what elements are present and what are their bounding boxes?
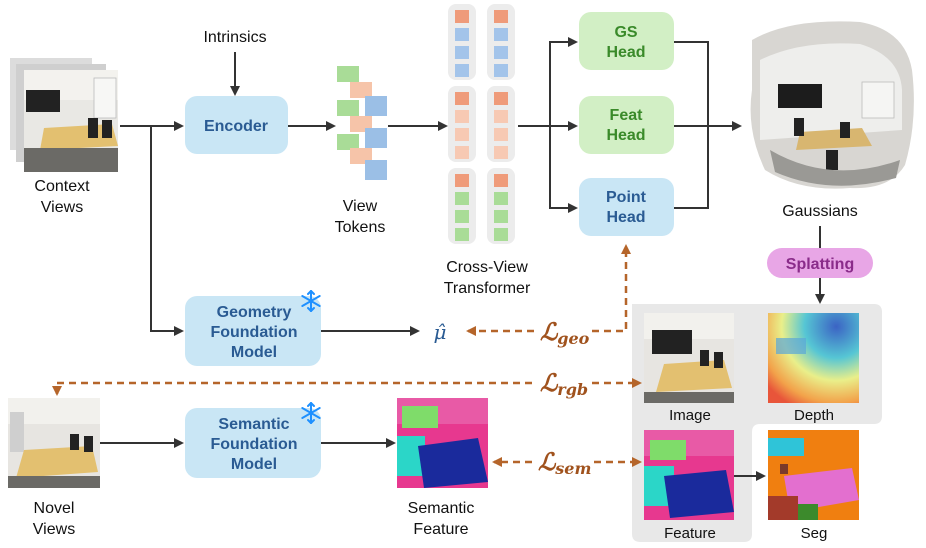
seg-output-label: Seg [801, 525, 828, 542]
geometry-model-label-line3: Model [231, 344, 277, 361]
semantic-feature-label-line1: Semantic [408, 500, 475, 517]
feat-head-box: Feat Head [579, 96, 674, 154]
semantic-model-label-line1: Semantic [218, 416, 289, 433]
intrinsics-label: Intrinsics [203, 29, 266, 46]
context-to-geometry-arrow [150, 126, 184, 336]
gs-head-out-line [674, 41, 709, 126]
geometry-foundation-model-box: Geometry Foundation Model [185, 296, 321, 366]
gs-head-label-line2: Head [606, 44, 645, 61]
semantic-feature-label-line2: Feature [413, 521, 468, 538]
splatting-label: Splatting [786, 256, 854, 273]
geo-loss-label: ℒgeo [540, 317, 590, 348]
context-views-image [10, 58, 118, 172]
point-head-label-line1: Point [606, 189, 647, 206]
view-tokens-label-line2: Tokens [335, 219, 386, 236]
transformer-label-line2: Transformer [444, 280, 531, 297]
gs-head-label-line1: GS [614, 24, 637, 41]
snowflake-icon [301, 290, 321, 312]
splatting-box: Splatting [767, 248, 873, 278]
point-head-out-line [674, 126, 709, 209]
encoder-label: Encoder [204, 118, 268, 135]
image-output-label: Image [669, 407, 711, 424]
view-tokens-label-line1: View [343, 198, 378, 215]
semantic-foundation-model-box: Semantic Foundation Model [185, 408, 321, 478]
context-views-label-line2: Views [41, 199, 83, 216]
transformer-graphic [448, 4, 515, 244]
segmentation-map [768, 430, 859, 520]
geo-loss-arrow-up [592, 244, 631, 333]
geometry-model-label-line1: Geometry [217, 304, 292, 321]
semantic-feature-image [397, 398, 488, 488]
feat-head-label-line1: Feat [610, 107, 644, 124]
transformer-label-line1: Cross-View [446, 259, 528, 276]
novel-views-label-line1: Novel [34, 500, 75, 517]
rendered-feature-map [644, 430, 734, 520]
semantic-model-label-line2: Foundation [210, 436, 297, 453]
view-tokens-graphic [337, 66, 387, 180]
depth-output-label: Depth [794, 407, 834, 424]
feat-head-label-line2: Head [606, 127, 645, 144]
point-head-box: Point Head [579, 178, 674, 236]
point-head-label-line2: Head [606, 209, 645, 226]
novel-views-image [8, 398, 100, 488]
semantic-model-label-line3: Model [231, 456, 277, 473]
context-views-label-line1: Context [34, 178, 90, 195]
gaussians-reconstruction-image [750, 21, 914, 189]
encoder-box: Encoder [185, 96, 288, 154]
to-point-head-arrow [549, 126, 578, 213]
gs-head-box: GS Head [579, 12, 674, 70]
to-gs-head-arrow [549, 37, 578, 126]
rgb-loss-label: ℒrgb [540, 368, 588, 399]
gaussians-label: Gaussians [782, 203, 858, 220]
rendered-depth-map [768, 313, 859, 403]
geometry-model-label-line2: Foundation [210, 324, 297, 341]
sem-loss-label: ℒsem [538, 447, 591, 478]
rendered-image [644, 313, 734, 403]
novel-views-label-line2: Views [33, 521, 75, 538]
rgb-loss-arrow-left [52, 381, 532, 396]
snowflake-icon [301, 402, 321, 424]
mu-hat-symbol: μ̂ [434, 320, 447, 344]
feature-output-label: Feature [664, 525, 716, 542]
